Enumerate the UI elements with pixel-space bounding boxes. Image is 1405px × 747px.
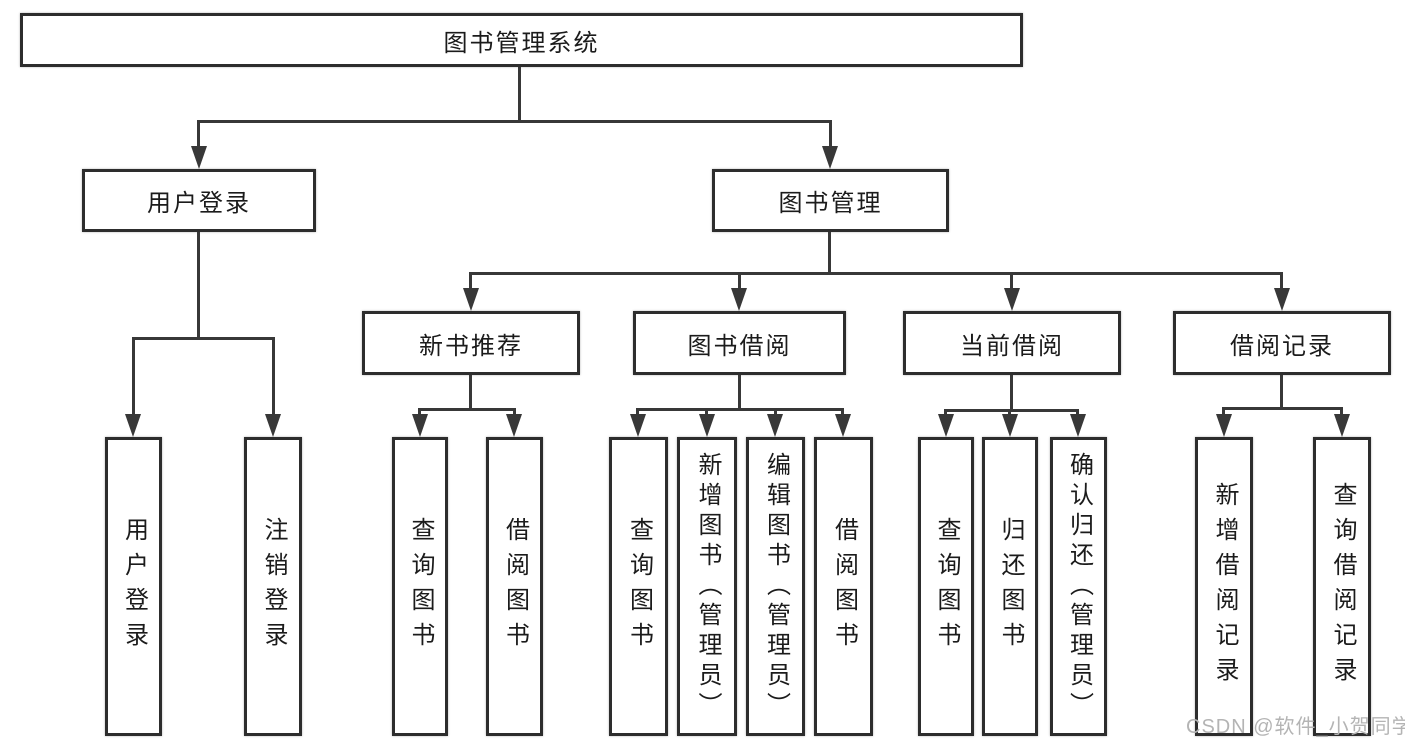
- leaf-label: 查询图书: [933, 516, 960, 657]
- arrow-down-icon: [1334, 414, 1350, 437]
- connector-vline: [272, 337, 275, 417]
- connector-vline: [1280, 375, 1283, 407]
- leaf-label: 查询图书: [407, 516, 434, 657]
- arrow-down-icon: [506, 414, 522, 437]
- arrow-down-icon: [630, 414, 646, 437]
- connector-vline: [1010, 375, 1013, 409]
- connector-vline: [1222, 407, 1225, 418]
- node-user-login-group: 用户登录: [82, 169, 316, 232]
- connector-vline: [1010, 272, 1013, 291]
- leaf-confirm-return-admin: 确认归还（管理员）: [1050, 437, 1107, 736]
- leaf-edit-books-admin: 编辑图书（管理员）: [746, 437, 805, 736]
- connector-vline: [841, 408, 844, 418]
- node-book-management: 图书管理: [712, 169, 949, 232]
- connector-vline: [469, 272, 472, 291]
- leaf-label: 确认归还（管理员）: [1065, 451, 1093, 722]
- arrow-down-icon: [191, 146, 207, 169]
- leaf-logout: 注销登录: [244, 437, 302, 736]
- connector-vline: [828, 232, 831, 272]
- node-label: 借阅记录: [1230, 332, 1334, 360]
- leaf-return-books: 归还图书: [982, 437, 1038, 736]
- csdn-watermark: CSDN @软件_小贺同学: [1186, 716, 1405, 738]
- connector-vline: [132, 337, 135, 417]
- connector-vline: [1008, 409, 1011, 418]
- arrow-down-icon: [1004, 288, 1020, 311]
- node-label: 新书推荐: [419, 332, 523, 360]
- leaf-label: 注销登录: [260, 516, 287, 657]
- leaf-query-books-borrowing: 查询图书: [609, 437, 668, 736]
- connector-vline: [1076, 409, 1079, 418]
- node-library-management-system: 图书管理系统: [20, 13, 1023, 67]
- node-borrowing-records: 借阅记录: [1173, 311, 1391, 375]
- leaf-user-login: 用户登录: [105, 437, 162, 736]
- arrow-down-icon: [1070, 414, 1086, 437]
- leaf-label: 查询借阅记录: [1329, 481, 1356, 692]
- leaf-label: 查询图书: [625, 516, 653, 657]
- leaf-add-borrow-record: 新增借阅记录: [1195, 437, 1253, 736]
- node-book-borrowing: 图书借阅: [633, 311, 846, 375]
- connector-vline: [518, 67, 521, 120]
- connector-hline: [636, 408, 844, 411]
- arrow-down-icon: [835, 414, 851, 437]
- connector-hline: [469, 272, 1282, 275]
- arrow-down-icon: [822, 146, 838, 169]
- leaf-label: 借阅图书: [501, 516, 529, 657]
- leaf-query-borrow-record: 查询借阅记录: [1313, 437, 1371, 736]
- arrow-down-icon: [731, 288, 747, 311]
- node-current-borrowing: 当前借阅: [903, 311, 1121, 375]
- connector-vline: [705, 408, 708, 418]
- arrow-down-icon: [938, 414, 954, 437]
- leaf-label: 新增借阅记录: [1211, 481, 1238, 692]
- leaf-label: 归还图书: [997, 516, 1024, 657]
- connector-hline: [418, 408, 516, 411]
- leaf-label: 用户登录: [120, 516, 148, 657]
- arrow-down-icon: [1274, 288, 1290, 311]
- connector-hline: [197, 120, 832, 123]
- leaf-label: 新增图书（管理员）: [694, 451, 721, 722]
- connector-vline: [738, 272, 741, 291]
- leaf-label: 编辑图书（管理员）: [762, 451, 790, 722]
- connector-vline: [944, 409, 947, 418]
- connector-vline: [197, 232, 200, 337]
- connector-vline: [738, 375, 741, 408]
- leaf-add-books-admin: 新增图书（管理员）: [677, 437, 737, 736]
- leaf-label: 借阅图书: [830, 516, 858, 657]
- connector-vline: [774, 408, 777, 418]
- node-new-book-recommendation: 新书推荐: [362, 311, 580, 375]
- node-label: 用户登录: [147, 190, 251, 217]
- leaf-borrow-books-recommend: 借阅图书: [486, 437, 543, 736]
- arrow-down-icon: [265, 414, 281, 437]
- connector-vline: [829, 120, 832, 150]
- connector-hline: [1222, 407, 1343, 410]
- leaf-borrow-books-borrowing: 借阅图书: [814, 437, 873, 736]
- arrow-down-icon: [463, 288, 479, 311]
- node-label: 图书管理: [778, 190, 883, 217]
- node-label: 图书借阅: [687, 332, 792, 360]
- arrow-down-icon: [767, 414, 783, 437]
- connector-vline: [1280, 272, 1283, 291]
- arrow-down-icon: [1216, 414, 1232, 437]
- arrow-down-icon: [1002, 414, 1018, 437]
- node-label: 图书管理系统: [443, 29, 600, 57]
- connector-hline: [132, 337, 275, 340]
- connector-vline: [636, 408, 639, 418]
- connector-vline: [1340, 407, 1343, 418]
- connector-vline: [197, 120, 200, 150]
- arrow-down-icon: [125, 414, 141, 437]
- connector-vline: [418, 408, 421, 418]
- arrow-down-icon: [412, 414, 428, 437]
- leaf-query-books-current: 查询图书: [918, 437, 974, 736]
- connector-vline: [513, 408, 516, 418]
- leaf-query-books-recommend: 查询图书: [392, 437, 448, 736]
- connector-vline: [469, 375, 472, 408]
- connector-hline: [944, 409, 1079, 412]
- arrow-down-icon: [699, 414, 715, 437]
- node-label: 当前借阅: [960, 332, 1064, 360]
